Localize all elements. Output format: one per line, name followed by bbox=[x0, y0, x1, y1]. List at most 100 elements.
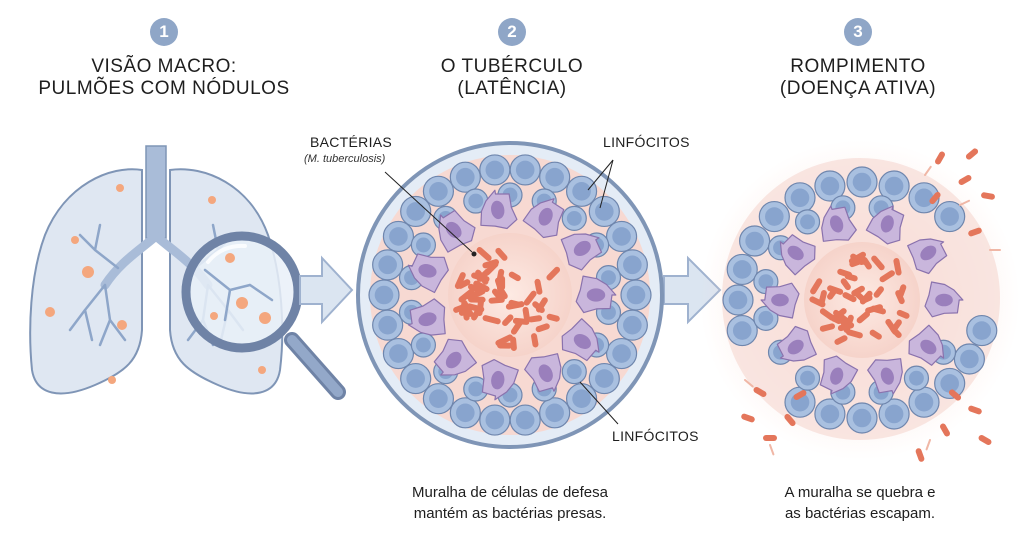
macrophage-cell bbox=[438, 209, 476, 253]
bacterium bbox=[546, 266, 561, 281]
bacterium bbox=[819, 323, 836, 332]
bacterium bbox=[827, 287, 838, 300]
bacterium bbox=[948, 389, 962, 401]
rupture-caption: A muralha se quebra e as bactérias escap… bbox=[784, 484, 936, 522]
lymphocyte-cell bbox=[784, 182, 816, 214]
step-number-badge: 3 bbox=[844, 18, 872, 46]
macrophage-cell bbox=[760, 282, 800, 319]
bacterium bbox=[532, 301, 545, 314]
lymphocyte-cell bbox=[561, 359, 587, 385]
bacterium bbox=[940, 423, 950, 437]
macrophage-cell bbox=[433, 338, 477, 376]
lymphocyte-cell bbox=[953, 343, 985, 375]
bacterium bbox=[869, 329, 882, 340]
bacterium bbox=[488, 296, 505, 304]
bacterium bbox=[495, 247, 508, 261]
bacterium bbox=[531, 333, 539, 348]
bacteria-cluster-escaping bbox=[809, 251, 910, 345]
bacterium bbox=[968, 227, 982, 237]
macrophage-cell bbox=[575, 275, 617, 314]
lymphocyte-cell bbox=[903, 365, 930, 391]
bacterium bbox=[458, 288, 475, 303]
macrophage-ring-broken bbox=[760, 205, 964, 395]
bacterium bbox=[834, 335, 848, 345]
burst-mark bbox=[744, 379, 754, 388]
bacterium bbox=[828, 314, 842, 324]
lymphocyte-cell bbox=[588, 195, 620, 228]
bacterium bbox=[508, 271, 521, 282]
step-number-badge: 2 bbox=[498, 18, 526, 46]
lymphocyte-cell bbox=[565, 383, 598, 415]
bacterium bbox=[471, 272, 490, 283]
bacterium bbox=[885, 318, 899, 335]
lymphocyte-cell bbox=[758, 200, 790, 233]
lymphocyte-cell bbox=[422, 383, 455, 415]
bacterium bbox=[965, 148, 979, 160]
lymphocyte-cell bbox=[794, 365, 821, 391]
bacterium bbox=[476, 247, 492, 261]
lymphocyte-cell bbox=[368, 279, 400, 311]
tubercle-caption: Muralha de células de defesa mantém as b… bbox=[412, 484, 608, 522]
bacterium bbox=[497, 342, 513, 349]
lymphocyte-cell bbox=[726, 253, 758, 286]
lymphocyte-cell bbox=[722, 284, 754, 316]
bacterium bbox=[848, 251, 866, 264]
lymphocyte-cell bbox=[846, 166, 878, 198]
bacterium bbox=[523, 290, 537, 306]
lymphocyte-cell bbox=[908, 386, 940, 418]
step-title: ROMPIMENTO (DOENÇA ATIVA) bbox=[779, 56, 937, 99]
lymphocyte-cell bbox=[878, 398, 910, 430]
lymphocyte-cell bbox=[509, 404, 541, 436]
bacterium bbox=[809, 296, 826, 308]
lymphocyte-cell bbox=[878, 170, 910, 202]
lymphocyte-cell bbox=[934, 367, 966, 400]
lungs-icon bbox=[29, 145, 284, 395]
step-title: VISÃO MACRO: PULMÕES COM NÓDULOS bbox=[38, 56, 290, 99]
bacterium bbox=[844, 273, 858, 282]
macrophage-cell bbox=[524, 353, 562, 393]
burst-mark bbox=[769, 444, 775, 456]
macrophage-cell bbox=[407, 298, 446, 336]
bacterium bbox=[871, 255, 885, 271]
lymphocyte-cell bbox=[616, 249, 648, 281]
step-number-badge: 1 bbox=[150, 18, 178, 46]
macrophage-cell bbox=[908, 324, 945, 366]
lymphocyte-cell bbox=[588, 362, 620, 395]
lymphocyte-cell bbox=[400, 195, 432, 228]
bacterium bbox=[856, 311, 871, 324]
lymphocyte-cell bbox=[846, 402, 878, 434]
lymphocytes-label-bottom: LINFÓCITOS bbox=[612, 428, 699, 444]
bacterium bbox=[546, 313, 560, 322]
bacterium bbox=[453, 303, 469, 313]
lymphocyte-cell bbox=[753, 305, 779, 331]
bacterium bbox=[508, 299, 522, 308]
bacterium bbox=[845, 329, 863, 339]
bacterium bbox=[968, 405, 982, 415]
bacteria-cluster bbox=[453, 247, 561, 351]
bacterium bbox=[865, 304, 883, 314]
bacterium bbox=[861, 256, 872, 270]
lymphocyte-cell bbox=[739, 225, 771, 257]
bacterium bbox=[473, 280, 490, 292]
macrophage-cell bbox=[560, 233, 603, 271]
lymphocyte-cell bbox=[605, 220, 638, 253]
lymphocyte-cell bbox=[400, 362, 432, 395]
bacterium bbox=[929, 191, 941, 205]
ruptured-granuloma bbox=[700, 140, 1020, 462]
bacterium bbox=[873, 286, 884, 298]
bacterium bbox=[935, 151, 945, 165]
lymphocyte-cell bbox=[794, 209, 821, 235]
lymphocyte-cell bbox=[620, 279, 652, 311]
lymphocytes-label-top: LINFÓCITOS bbox=[603, 134, 690, 150]
lymphocyte-cell bbox=[966, 314, 998, 347]
macrophage-cell bbox=[865, 205, 905, 245]
lymphocyte-cell bbox=[372, 309, 404, 341]
macrophage-cell bbox=[522, 198, 565, 239]
bacterium bbox=[842, 292, 857, 303]
lymphocyte-cell bbox=[814, 398, 846, 430]
bacterium bbox=[859, 290, 873, 305]
bacterium bbox=[793, 390, 807, 400]
magnifier-icon bbox=[181, 231, 346, 400]
lymphocyte-cell bbox=[539, 397, 571, 429]
bacterium bbox=[454, 272, 466, 289]
